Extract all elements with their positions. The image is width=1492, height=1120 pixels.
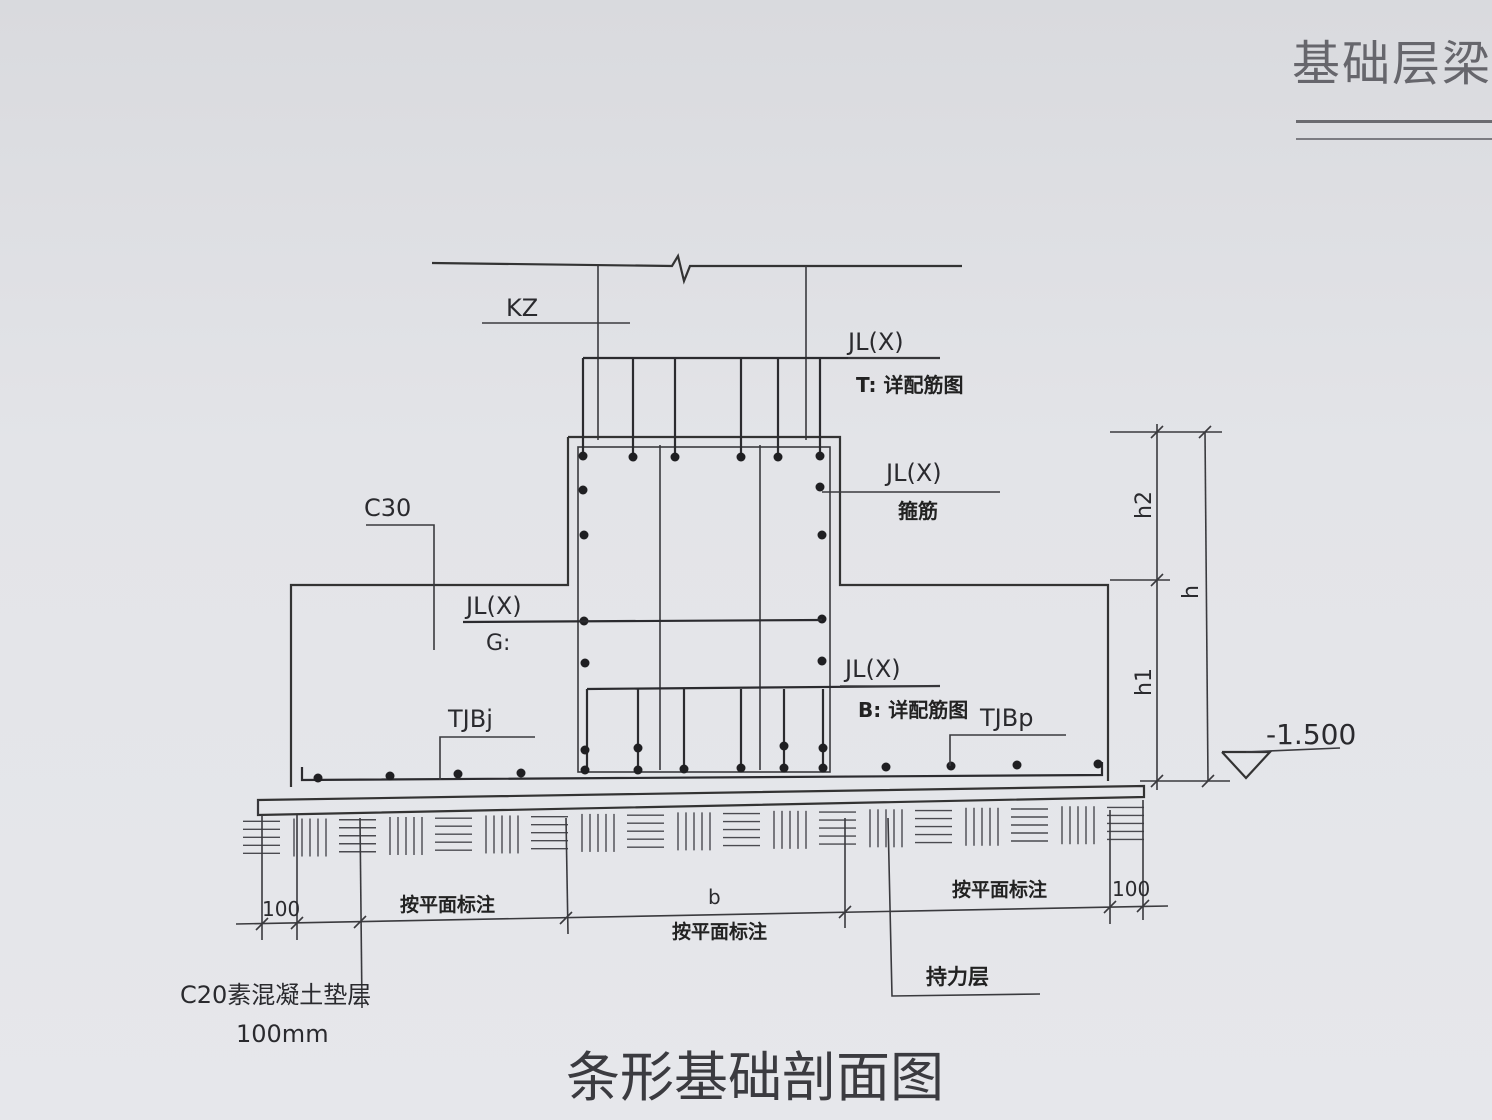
- dim-left-note: 按平面标注: [400, 893, 495, 916]
- slab-bars: [300, 759, 1104, 783]
- dim-b: b: [708, 885, 721, 909]
- jl-side-label: JL(X): [464, 592, 522, 620]
- cushion-label: C20素混凝土垫层: [180, 981, 371, 1009]
- kz-label-group: KZ: [482, 294, 630, 324]
- leader-lines: [366, 357, 1066, 997]
- dim-right-note: 按平面标注: [952, 878, 1047, 901]
- beam-outline: [289, 435, 1110, 787]
- sheet-title: 基础层梁: [1292, 36, 1492, 92]
- kz-label: KZ: [506, 294, 538, 322]
- dimensions: [235, 424, 1230, 1009]
- jl-bottom-label: JL(X): [843, 655, 901, 683]
- cushion-layer: [256, 784, 1146, 817]
- tjbp-label: TJBp: [979, 704, 1033, 732]
- title-underline-2: [1296, 138, 1492, 140]
- jl-side-note: G:: [486, 631, 510, 656]
- elevation-label: -1.500: [1266, 718, 1356, 751]
- h-label: h: [1179, 585, 1204, 599]
- bearing-layer-label: 持力层: [926, 965, 989, 989]
- jl-bottom-note: B: 详配筋图: [858, 698, 968, 722]
- dim-100-left: 100: [262, 897, 300, 921]
- jl-stirrup-note: 箍筋: [898, 499, 938, 523]
- jl-top-note: T: 详配筋图: [856, 373, 964, 397]
- column-kz: [431, 253, 962, 440]
- h2-label: h2: [1132, 491, 1157, 519]
- elevation-mark: [1221, 747, 1341, 780]
- title-underline: [1296, 120, 1492, 123]
- jl-top-label: JL(X): [846, 328, 904, 356]
- side-bars: [462, 482, 1000, 668]
- dim-100-right: 100: [1112, 877, 1150, 901]
- jl-stirrup-label: JL(X): [884, 459, 942, 487]
- cushion-thickness-label: 100mm: [236, 1020, 329, 1048]
- drawing-title: 条形基础剖面图: [566, 1046, 944, 1109]
- soil-hatch: [243, 806, 1144, 857]
- tjbj-label: TJBj: [447, 705, 493, 733]
- c30-label: C30: [364, 494, 411, 522]
- dim-b-note: 按平面标注: [672, 920, 767, 943]
- h1-label: h1: [1132, 668, 1157, 696]
